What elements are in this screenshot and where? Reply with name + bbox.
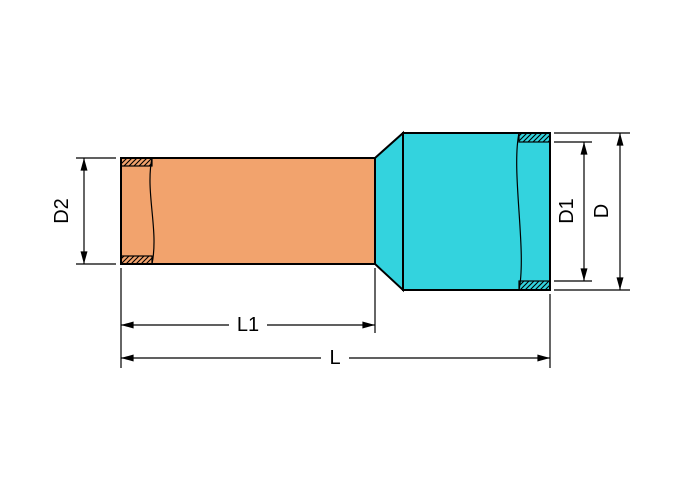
- dimension-l: L: [120, 294, 551, 369]
- l-label: L: [329, 347, 340, 369]
- sleeve-section-hatch-bottom: [120, 255, 153, 265]
- copper-sleeve-body: [120, 157, 376, 265]
- dimension-d2: D2: [51, 157, 116, 265]
- dimension-l1: L1: [120, 268, 376, 368]
- dimension-d1: D1: [554, 141, 592, 282]
- d2-label: D2: [51, 198, 73, 224]
- d1-label: D1: [556, 198, 578, 224]
- sleeve-break-line: [149, 157, 155, 265]
- dimension-d: D: [554, 132, 630, 291]
- collar-break-line: [516, 132, 522, 291]
- d-label: D: [591, 204, 613, 218]
- sleeve-section-hatch-top: [120, 157, 153, 167]
- insulation-funnel: [374, 130, 404, 293]
- collar-section-hatch-top: [518, 132, 551, 143]
- insulation-collar-body: [402, 132, 551, 291]
- copper-sleeve: [120, 157, 376, 265]
- l1-label: L1: [237, 314, 259, 336]
- d2-extension-lines: [76, 157, 116, 265]
- insulation-collar: [374, 130, 551, 293]
- collar-section-hatch-bottom: [518, 280, 551, 291]
